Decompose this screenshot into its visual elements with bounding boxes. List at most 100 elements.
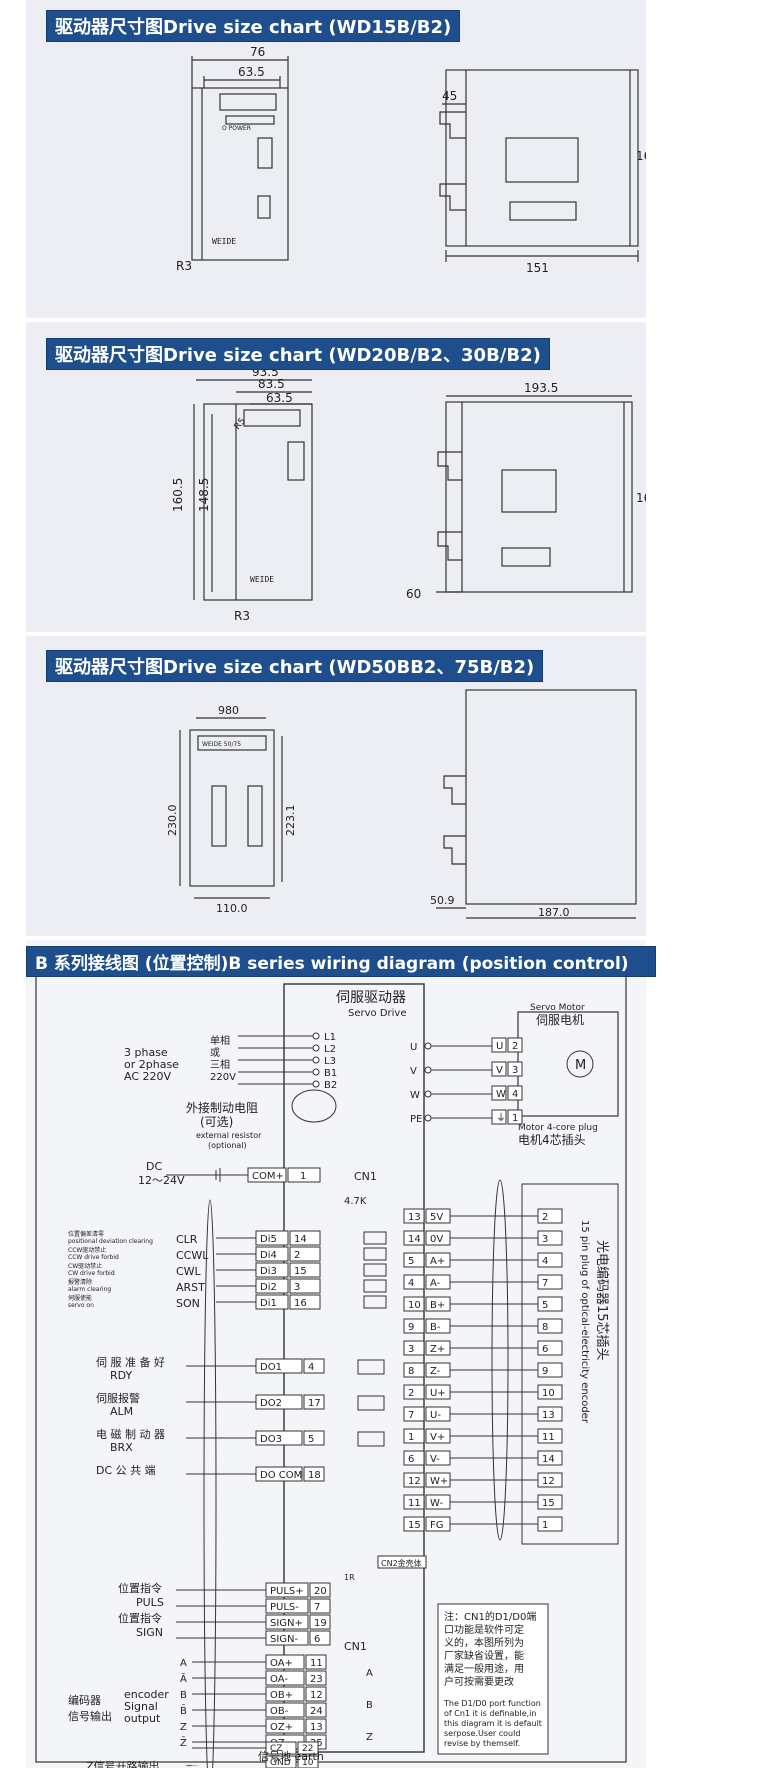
input-di-box <box>255 1294 289 1310</box>
input-signal: ARST <box>176 1281 205 1294</box>
input-en: servo on <box>68 1302 94 1309</box>
pulse-num: 20 <box>314 1586 327 1597</box>
input-di: Di2 <box>260 1282 277 1293</box>
dim-lip: 60 <box>406 587 421 601</box>
dc-label: DC <box>146 1160 162 1173</box>
cz-num-box <box>297 1741 319 1755</box>
power-terminal-dot <box>312 1068 320 1076</box>
enc-out-cn-2: 信号输出 <box>68 1709 112 1723</box>
dimension-drawing: 76 63.5 R3 WEIDE O POWER 45 162 151 <box>176 45 659 275</box>
encoder-signal: 5V <box>430 1212 443 1223</box>
encoder-plug-pin-box <box>537 1516 563 1532</box>
phase-label-2: or 2phase <box>124 1058 179 1071</box>
output-do: DO3 <box>260 1434 282 1445</box>
encoder-drive-num: 11 <box>408 1498 421 1509</box>
input-num-box <box>289 1246 321 1262</box>
dim-depth: 187.0 <box>538 906 570 919</box>
power-terminal-label: B2 <box>324 1080 337 1091</box>
encoder-signal: U- <box>430 1410 441 1421</box>
dim-lip: 45 <box>442 89 457 103</box>
encoder-drive-num-box <box>403 1296 425 1312</box>
output-cn: 伺 服 准 备 好 <box>96 1355 165 1369</box>
enc-out-num: 23 <box>310 1674 323 1685</box>
input-di-box <box>255 1246 289 1262</box>
single-phase-2: 或 <box>210 1047 220 1059</box>
dim-radius: R3 <box>176 259 192 273</box>
output-cn: DC 公 共 端 <box>96 1464 156 1477</box>
panel-title: 驱动器尺寸图Drive size chart (WD15B/B2) <box>46 10 461 42</box>
encoder-plug-pin-box <box>537 1318 563 1334</box>
dim-inner-width: 63.5 <box>238 65 265 79</box>
pulse-cmd-cn: 位置指令 <box>118 1581 162 1595</box>
encoder-plug-pin-box <box>537 1230 563 1246</box>
encoder-plug-pin: 10 <box>542 1388 555 1399</box>
enc-out-en-1: encoder <box>124 1688 169 1701</box>
dim-height: 162.5 <box>636 491 646 505</box>
encoder-drive-num-box <box>403 1230 425 1246</box>
encoder-plug-pin-box <box>537 1274 563 1290</box>
output-cn: 电 磁 制 动 器 <box>96 1428 165 1441</box>
encoder-plug-pin: 13 <box>542 1410 555 1421</box>
cn1-label: CN1 <box>354 1170 377 1183</box>
encoder-plug-pin: 1 <box>542 1520 548 1531</box>
dim-h1: 160.5 <box>171 478 185 512</box>
input-di: Di1 <box>260 1298 277 1309</box>
pulse-num: 19 <box>314 1618 327 1629</box>
encoder-plug-pin-box <box>537 1494 563 1510</box>
output-num-box <box>303 1394 325 1410</box>
encoder-signal: V- <box>430 1454 440 1465</box>
encoder-drive-num: 1 <box>408 1432 414 1443</box>
motor-terminal-dot <box>424 1090 432 1098</box>
encoder-plug-pin-box <box>537 1340 563 1356</box>
encoder-drive-num: 15 <box>408 1520 421 1531</box>
input-cn: CW驱动禁止 <box>68 1262 102 1270</box>
encoder-drive-num-box <box>403 1340 425 1356</box>
side-view-outline <box>445 69 639 247</box>
encoder-drive-num: 4 <box>408 1278 414 1289</box>
input-di: Di4 <box>260 1250 277 1261</box>
encoder-drive-num: 12 <box>408 1476 421 1487</box>
resistor-cn: 外接制动电阻 <box>186 1100 258 1115</box>
sign-cmd-cn: 位置指令 <box>118 1611 162 1625</box>
res-47k: 4.7K <box>344 1196 367 1207</box>
enc-out-line-label: Ā <box>180 1672 187 1685</box>
output-do: DO1 <box>260 1362 282 1373</box>
output-num: 17 <box>308 1398 321 1409</box>
enc-out-signal: OB- <box>270 1706 289 1717</box>
encoder-plug-pin: 7 <box>542 1278 548 1289</box>
motor-pin-num: 2 <box>512 1041 518 1052</box>
dc-voltage: 12～24V <box>138 1174 185 1187</box>
cz-signal: CZ <box>270 1744 282 1754</box>
motor-terminal-label: PE <box>410 1114 422 1125</box>
encoder-drive-num: 10 <box>408 1300 421 1311</box>
enc-out-en-2: Signal <box>124 1700 158 1713</box>
encoder-drive-num: 7 <box>408 1410 414 1421</box>
encoder-signal: B- <box>430 1322 441 1333</box>
cz-num: 22 <box>302 1744 313 1754</box>
motor-plug-en: Motor 4-core plug <box>518 1123 598 1133</box>
encoder-drive-num-box <box>403 1472 425 1488</box>
encoder-drive-num: 6 <box>408 1454 414 1465</box>
dim-small-radius: R5 <box>233 416 248 432</box>
enc-out-num-box <box>305 1718 327 1734</box>
pulse-signal: SIGN- <box>270 1634 299 1645</box>
cz-signal-box <box>265 1741 297 1755</box>
brand-label: WEIDE <box>212 237 236 246</box>
encoder-drive-num-box <box>403 1362 425 1378</box>
dim-depth: 193.5 <box>524 381 558 395</box>
enc-out-signal-box <box>265 1686 305 1702</box>
motor-pin-num-box <box>507 1085 523 1101</box>
cz-num: 10 <box>302 1758 314 1768</box>
output-num-box <box>303 1466 325 1482</box>
input-num-box <box>289 1262 321 1278</box>
note-cn-line: 义的，本图所列为 <box>444 1636 524 1649</box>
dim-lip: 50.9 <box>430 894 455 907</box>
output-num: 18 <box>308 1470 321 1481</box>
input-di-box <box>255 1278 289 1294</box>
input-en: CCW drive forbid <box>68 1254 119 1261</box>
single-phase-1: 单相 <box>210 1034 230 1047</box>
encoder-signal: A+ <box>430 1256 445 1267</box>
